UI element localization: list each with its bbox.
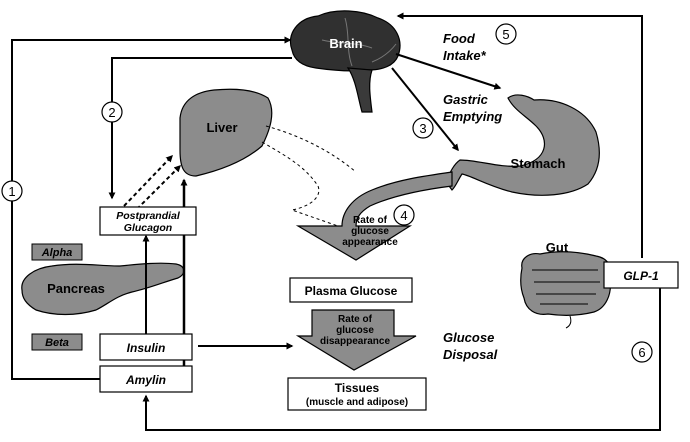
appearance-label-2: glucose [351,226,389,237]
appearance-arrow [295,171,453,261]
pathway-2-line [108,57,292,200]
appearance-label-3: appearance [342,237,398,248]
liver-label: Liver [206,120,237,135]
alpha-cell-box: Alpha [31,243,83,261]
insulin-label: Insulin [127,341,166,355]
glucose-disposal-label-2: Disposal [443,347,498,362]
glucagon-label-2: Glucagon [124,222,172,234]
tissues-box: Tissues (muscle and adipose) [287,377,427,411]
stomach-label: Stomach [511,156,566,171]
alpha-label: Alpha [41,247,73,259]
pathway-5-line [395,53,502,90]
pathway-2-marker: 2 [101,101,123,123]
disappearance-label-1: Rate of [338,314,373,325]
postprandial-glucagon-box: Postprandial Glucagon [99,206,197,236]
amylin-label: Amylin [125,373,166,387]
pancreas-shape [21,262,185,316]
disappearance-label-3: disappearance [320,336,390,347]
pathway-6-number: 6 [638,345,645,360]
liver-output-dash-inner [261,141,339,227]
stomach-shape [445,94,600,196]
disappearance-arrow [295,309,417,371]
brain-label: Brain [329,36,362,51]
gastric-emptying-label-1: Gastric [443,92,489,107]
pathway-5-number: 5 [502,27,509,42]
gut-shape [520,251,612,329]
disappearance-label-2: glucose [336,325,374,336]
pathway-2-number: 2 [108,105,115,120]
pathway-1-marker: 1 [1,180,23,202]
gut-label: Gut [546,240,569,255]
tissues-sub-label: (muscle and adipose) [306,397,408,408]
food-intake-label-2: Intake* [443,48,487,63]
pathway-5-marker: 5 [495,23,517,45]
glucagon-liver-dash-1 [123,154,173,207]
appearance-label-1: Rate of [353,215,388,226]
gastric-emptying-label-2: Emptying [443,109,502,124]
plasma-glucose-label: Plasma Glucose [305,284,398,298]
pathway-3-number: 3 [419,121,426,136]
pathway-3-marker: 3 [412,117,434,139]
glucagon-liver-dash-2 [131,165,181,215]
amylin-box: Amylin [99,365,193,393]
pathway-1-line [11,36,292,380]
beta-label: Beta [45,337,69,349]
tissues-label: Tissues [335,381,380,395]
gut-to-brain-line [396,12,643,258]
glp1-label: GLP-1 [623,269,659,283]
liver-shape [179,88,273,177]
beta-cell-box: Beta [31,333,83,351]
food-intake-label-1: Food [443,31,476,46]
pancreas-label: Pancreas [47,281,105,296]
plasma-glucose-box: Plasma Glucose [289,277,413,303]
liver-output-dash-outer [265,125,357,173]
brain-shape [289,10,401,113]
glp1-box: GLP-1 [603,261,679,289]
glucagon-label-1: Postprandial [116,210,181,222]
glucose-disposal-label-1: Glucose [443,330,494,345]
pathway-6-marker: 6 [631,341,653,363]
pathway-1-number: 1 [8,184,15,199]
insulin-box: Insulin [99,333,193,361]
pathway-3-line [391,67,459,152]
pathway-4-number: 4 [400,208,407,223]
pathway-4-marker: 4 [393,204,415,226]
